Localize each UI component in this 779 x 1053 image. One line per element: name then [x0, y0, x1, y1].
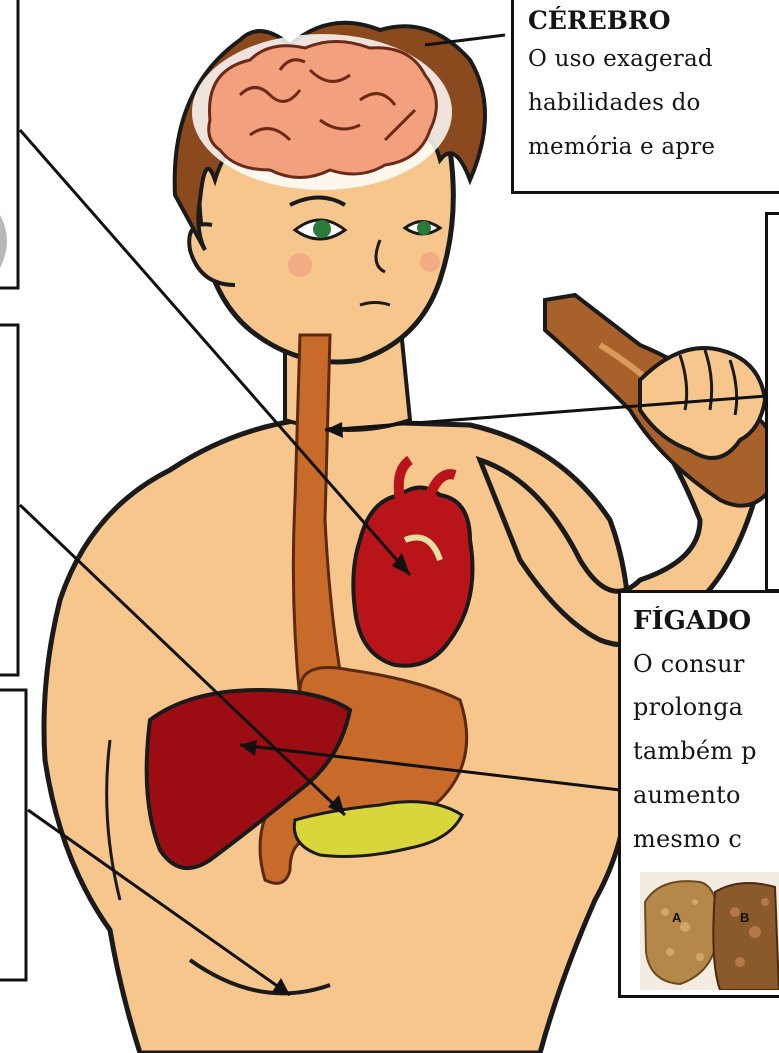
pupil-left — [313, 220, 331, 238]
liver-photo-label-b: B — [740, 910, 749, 925]
liver-box-line-1: O consur — [633, 650, 745, 678]
cheek-left — [288, 253, 312, 277]
brain-box-line-2: habilidades do — [528, 90, 701, 116]
liver-photo-label-a: A — [672, 910, 682, 925]
right-edge-box — [765, 212, 779, 592]
brain-box-line-1: O uso exagerad — [528, 46, 713, 72]
liver-box-line-5: mesmo c — [633, 825, 742, 853]
liver-box-title: FÍGADO — [633, 606, 751, 636]
cheek-right — [420, 252, 440, 272]
pupil-right — [417, 221, 431, 235]
left-box-middle — [0, 325, 18, 675]
brain — [209, 42, 437, 178]
liver-box-line-3: também p — [633, 737, 757, 765]
liver-box-line-4: aumento — [633, 781, 741, 809]
left-box-bottom — [0, 690, 26, 980]
brain-box-title: CÉREBRO — [528, 6, 670, 35]
liver-box-line-2: prolonga — [633, 693, 743, 721]
liver-photo: A B — [640, 872, 779, 990]
brain-box-line-3: memória e apre — [528, 134, 715, 160]
